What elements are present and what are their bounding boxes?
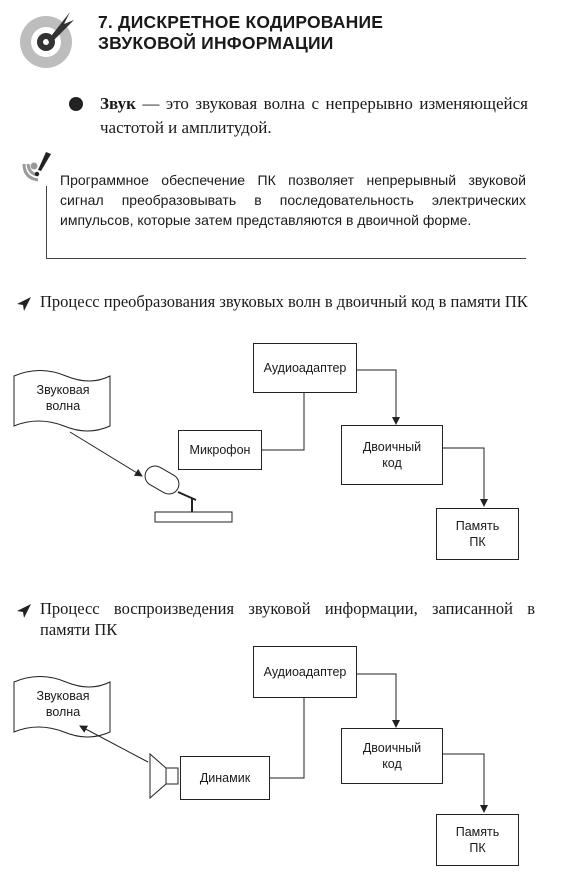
note-divider-vertical <box>46 186 47 259</box>
arrow-pointer-icon <box>16 603 32 619</box>
note-text: Программное обеспечение ПК позволяет неп… <box>60 172 526 228</box>
sound-wave-label-1: Звуковая волна <box>20 382 106 414</box>
binary-label-line1: Двоичный <box>362 440 422 454</box>
section2-heading: Процесс воспроизведения звуковой информа… <box>40 599 535 639</box>
memory-label: Память ПК <box>456 518 500 550</box>
note-divider-horizontal <box>46 258 526 259</box>
binary-label-line1: Двоичный <box>362 741 422 755</box>
arrow-speaker-to-wave <box>79 725 149 763</box>
wave-label-line1: Звуковая <box>36 689 90 703</box>
microphone-box: Микрофон <box>178 430 262 470</box>
audio-adapter-label: Аудиоадаптер <box>263 665 347 679</box>
memory-label-line2: ПК <box>469 841 486 855</box>
memory-label-line1: Память <box>455 825 500 839</box>
arrow-pointer-icon <box>16 296 32 312</box>
audio-adapter-box: Аудиоадаптер <box>253 343 357 393</box>
binary-code-label: Двоичный код <box>363 439 421 471</box>
definition-text: Звук — это звуковая волна с непрерывно и… <box>100 92 528 140</box>
memory-label: Память ПК <box>456 824 500 856</box>
binary-code-label: Двоичный код <box>363 740 421 772</box>
connector-adapter-to-binary-2 <box>356 673 400 728</box>
connector-binary-to-memory-2 <box>442 753 488 813</box>
chapter-title-line2: ЗВУКОВОЙ ИНФОРМАЦИИ <box>98 33 334 53</box>
binary-label-line2: код <box>382 757 402 771</box>
audio-adapter-box-2: Аудиоадаптер <box>253 646 357 698</box>
speaker-label: Динамик <box>199 771 251 785</box>
memory-box: Память ПК <box>436 508 519 560</box>
definition-term: Звук <box>100 94 136 113</box>
target-icon <box>14 6 78 70</box>
connector-mic-to-adapter <box>262 392 305 451</box>
chapter-title-line1: 7. ДИСКРЕТНОЕ КОДИРОВАНИЕ <box>98 12 384 32</box>
definition-body: — это звуковая волна с непрерывно изменя… <box>100 94 528 137</box>
connector-speaker-to-adapter <box>270 698 305 779</box>
memory-label-line2: ПК <box>469 535 486 549</box>
section1-heading: Процесс преобразования звуковых волн в д… <box>40 292 528 311</box>
wave-label-line2: волна <box>45 705 81 719</box>
memory-box-2: Память ПК <box>436 814 519 866</box>
binary-code-box-2: Двоичный код <box>341 728 443 784</box>
microphone-label: Микрофон <box>189 443 251 457</box>
sound-wave-label-2: Звуковая волна <box>20 688 106 720</box>
audio-adapter-label: Аудиоадаптер <box>263 361 347 375</box>
microphone-icon <box>144 465 233 523</box>
connector-binary-to-memory <box>442 447 488 507</box>
connector-adapter-to-binary <box>356 369 400 425</box>
arrow-wave-to-mic <box>69 431 143 477</box>
bullet-icon <box>69 97 83 111</box>
speaker-box: Динамик <box>180 756 270 800</box>
memory-label-line1: Память <box>455 519 500 533</box>
wave-label-line1: Звуковая <box>36 383 90 397</box>
binary-label-line2: код <box>382 456 402 470</box>
speaker-icon <box>149 752 179 800</box>
chapter-title: 7. ДИСКРЕТНОЕ КОДИРОВАНИЕ ЗВУКОВОЙ ИНФОР… <box>98 12 538 54</box>
binary-code-box: Двоичный код <box>341 425 443 485</box>
wave-label-line2: волна <box>45 399 81 413</box>
exclamation-icon <box>20 150 58 192</box>
